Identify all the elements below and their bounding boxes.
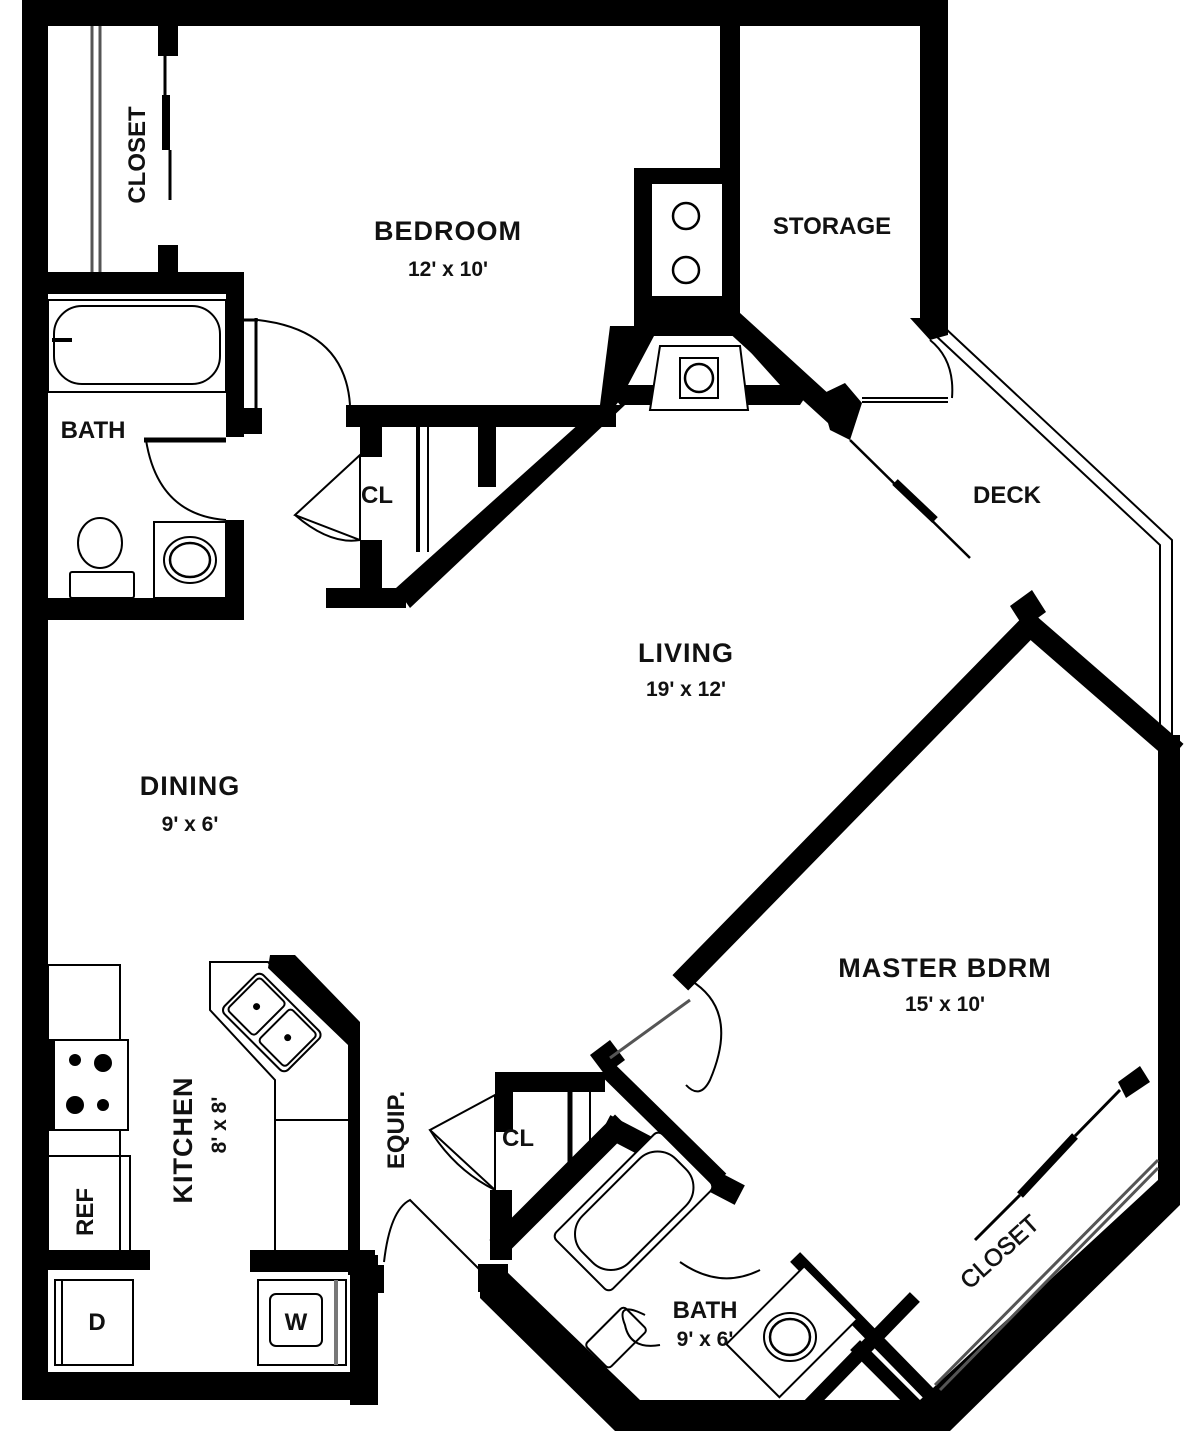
equipment-label: EQUIP. — [383, 1091, 410, 1169]
dining-label: DINING — [140, 771, 241, 801]
bath-2-label: BATH — [673, 1297, 738, 1324]
bedroom-dims: 12' x 10' — [408, 258, 488, 281]
master-closet-small-label: CL — [502, 1125, 534, 1152]
bath-1-label: BATH — [61, 417, 126, 444]
master-closet-label: CLOSET — [955, 1210, 1045, 1295]
deck-label: DECK — [973, 482, 1042, 509]
dining-dims: 9' x 6' — [162, 813, 219, 836]
washer-label: W — [285, 1309, 308, 1336]
bath-1-fixtures — [47, 299, 227, 599]
master-bedroom-label: MASTER BDRM — [838, 953, 1052, 983]
living-label: LIVING — [638, 638, 734, 668]
bedroom-label: BEDROOM — [374, 216, 522, 246]
bath-2-dims: 9' x 6' — [677, 1328, 734, 1351]
walls — [22, 0, 1184, 1431]
dryer-label: D — [88, 1309, 105, 1336]
living-dims: 19' x 12' — [646, 678, 726, 701]
master-bedroom-dims: 15' x 10' — [905, 993, 985, 1016]
refrigerator-label: REF — [72, 1188, 99, 1236]
hall-closet-label: CL — [361, 482, 393, 509]
bedroom-closet-label: CLOSET — [124, 106, 151, 204]
kitchen-label: KITCHEN — [168, 1077, 198, 1204]
storage-label: STORAGE — [773, 213, 891, 240]
water-heater-fixtures — [652, 184, 722, 296]
kitchen-dims: 8' x 8' — [208, 1097, 231, 1154]
